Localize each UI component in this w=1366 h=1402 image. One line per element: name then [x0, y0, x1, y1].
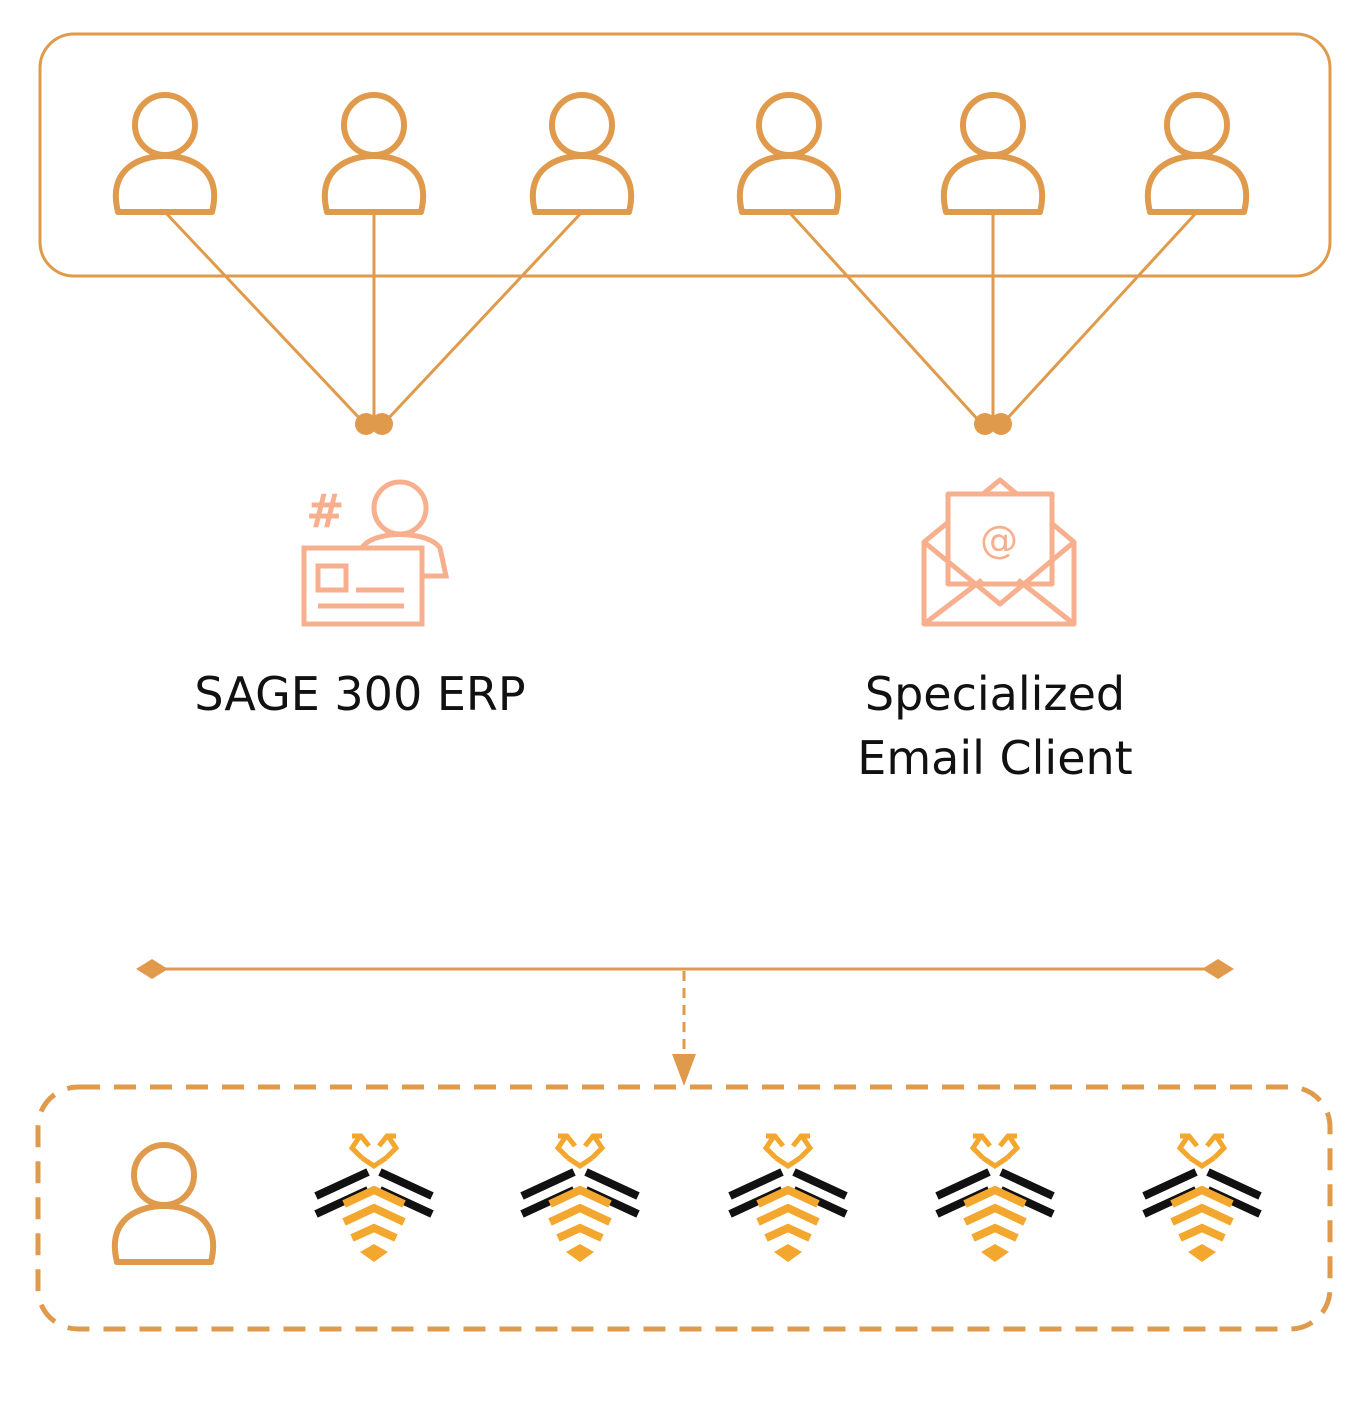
app-label-email: Specialized Email Client	[857, 667, 1133, 785]
employee-id-card-icon: #	[301, 479, 450, 627]
bee-icon	[316, 1136, 432, 1262]
merge-connector	[136, 959, 1234, 1086]
user-icon	[1148, 95, 1246, 212]
bee-icon	[1144, 1136, 1260, 1262]
connector-node-sage	[355, 413, 393, 435]
bee-icon	[522, 1136, 638, 1262]
bottom-group-box	[35, 1084, 1333, 1332]
user-icon	[533, 95, 631, 212]
svg-text:#: #	[306, 484, 345, 538]
connector-lines	[163, 210, 1199, 424]
bee-icon	[937, 1136, 1053, 1262]
user-icon	[740, 95, 838, 212]
top-users-group-box	[38, 32, 1332, 278]
open-envelope-at-icon: @	[921, 477, 1077, 627]
user-icon	[116, 95, 214, 212]
user-icon	[115, 1145, 213, 1262]
app-label-sage: SAGE 300 ERP	[194, 667, 526, 721]
connector-node-email	[974, 413, 1012, 435]
user-icon	[325, 95, 423, 212]
svg-text:@: @	[980, 518, 1018, 562]
user-icon	[944, 95, 1042, 212]
bee-icon	[730, 1136, 846, 1262]
